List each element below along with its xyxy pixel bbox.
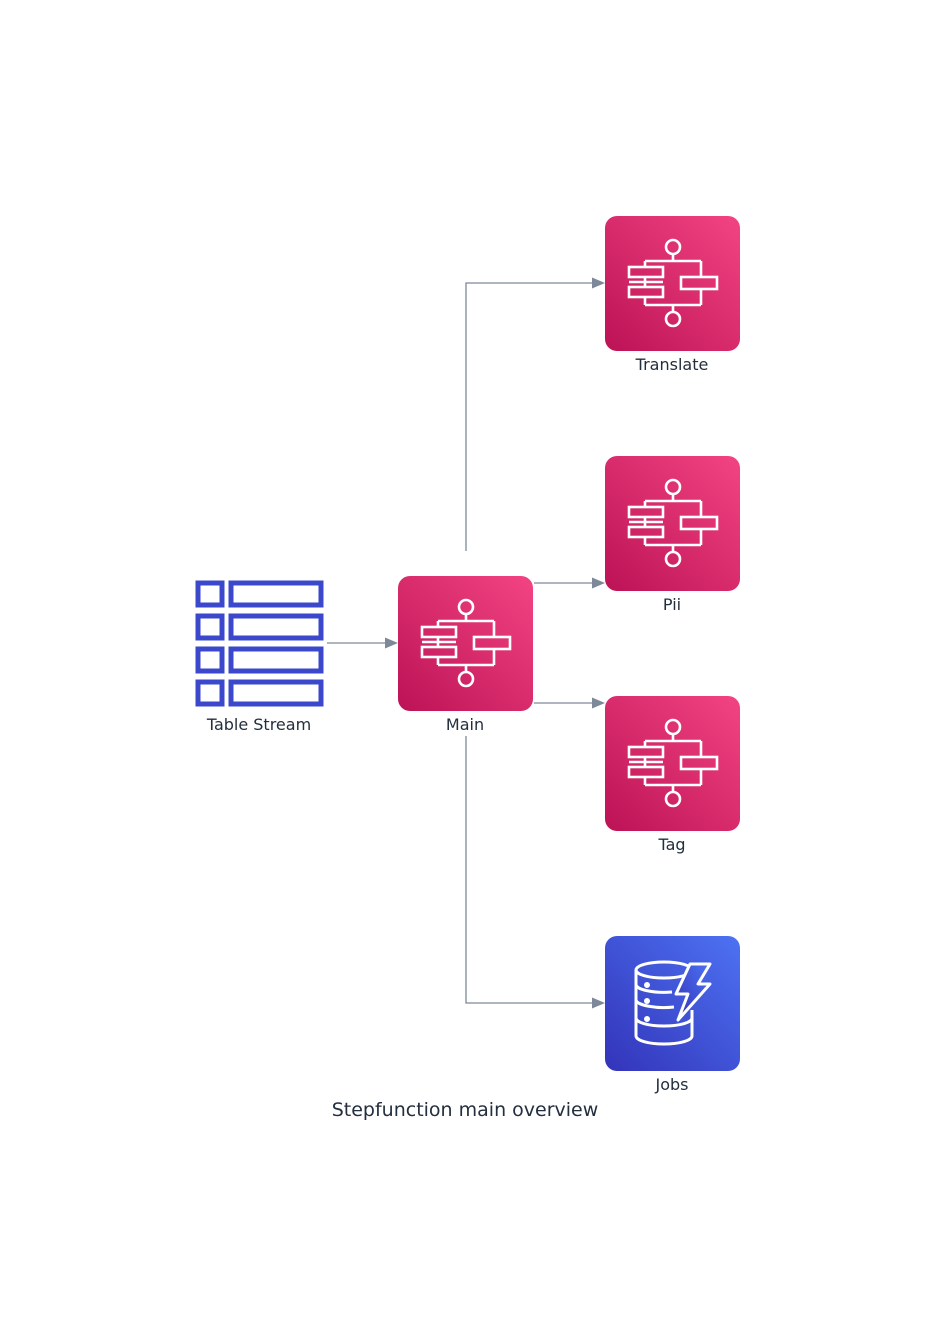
label-jobs: Jobs <box>655 1075 689 1094</box>
edges <box>327 277 605 1009</box>
node-pii[interactable]: Pii <box>605 456 740 614</box>
edge-main-to-jobs <box>465 736 593 1004</box>
step-functions-icon <box>605 696 740 831</box>
arrowhead-main <box>385 637 398 649</box>
label-pii: Pii <box>663 595 681 614</box>
table-icon <box>195 580 324 707</box>
label-table-stream: Table Stream <box>206 715 311 734</box>
edge-main-to-translate <box>465 282 593 551</box>
database-glyph <box>634 960 712 1046</box>
node-table-stream[interactable]: Table Stream <box>195 580 324 734</box>
node-main[interactable]: Main <box>398 576 533 734</box>
arrowhead-pii <box>592 577 605 589</box>
node-tag[interactable]: Tag <box>605 696 740 854</box>
label-main: Main <box>446 715 484 734</box>
label-tag: Tag <box>657 835 685 854</box>
step-functions-icon <box>605 216 740 351</box>
step-functions-icon <box>605 456 740 591</box>
dynamodb-icon <box>605 936 740 1071</box>
node-jobs[interactable]: Jobs <box>605 936 740 1094</box>
diagram-caption: Stepfunction main overview <box>332 1099 599 1121</box>
arrowhead-translate <box>592 277 605 289</box>
arrowhead-tag <box>592 697 605 709</box>
node-translate[interactable]: Translate <box>605 216 740 374</box>
step-functions-icon <box>398 576 533 711</box>
label-translate: Translate <box>635 355 709 374</box>
arrowhead-jobs <box>592 997 605 1009</box>
